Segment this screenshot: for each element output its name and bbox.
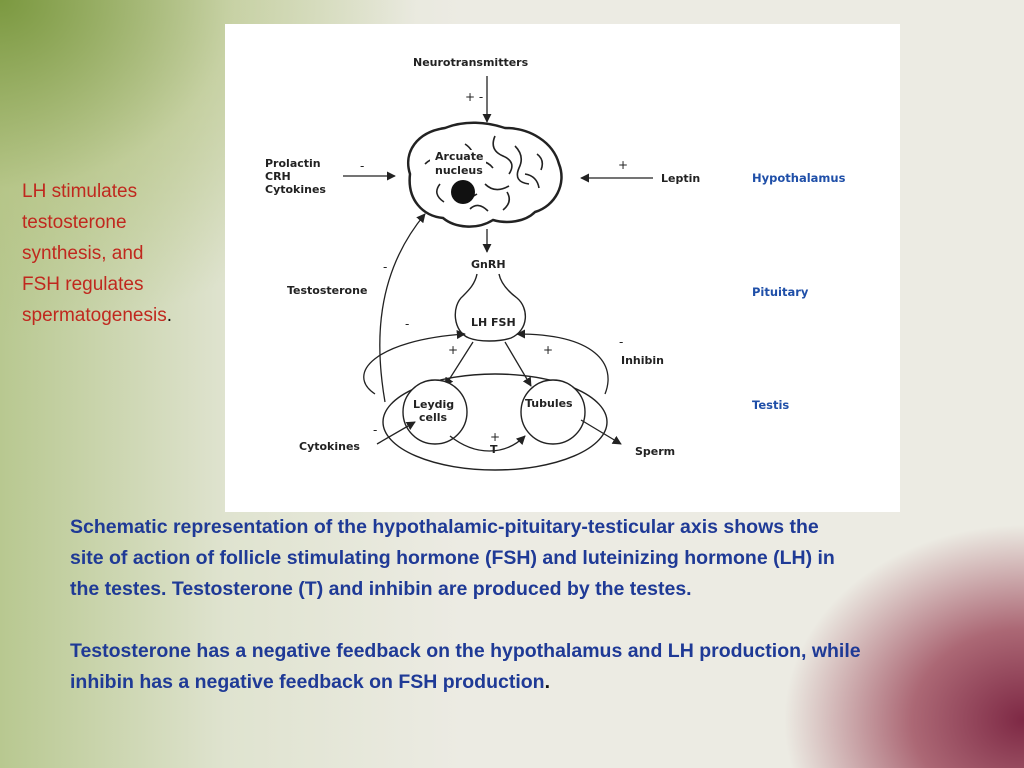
hpt-axis-figure: Neurotransmitters + - Arcuate nucleus Pr… (225, 24, 900, 512)
region-pituitary: Pituitary (752, 285, 809, 299)
tubules-label: Tubules (525, 397, 573, 410)
side-note-period: . (166, 305, 172, 326)
tubules-to-sperm-arrow (580, 419, 622, 445)
gnrh-label: GnRH (471, 258, 506, 271)
left-input-sign: - (360, 159, 364, 173)
region-testis: Testis (752, 398, 789, 412)
caption-line: the testes. Testosterone (T) and inhibin… (70, 578, 692, 600)
side-note: LH stimulates testosterone synthesis, an… (22, 176, 222, 331)
lh-to-leydig-arrow (444, 341, 474, 387)
fsh-to-tubules-arrow (504, 341, 532, 387)
cytokines-bottom-sign: - (373, 423, 377, 437)
side-note-line: synthesis, and (22, 243, 144, 264)
cytokines-bottom-label: Cytokines (299, 440, 360, 453)
caption-line: Testosterone has a negative feedback on … (70, 640, 861, 662)
prolactin-label: Prolactin (265, 157, 321, 170)
neurotransmitters-signs: + - (465, 90, 483, 104)
caption-line: Schematic representation of the hypothal… (70, 516, 819, 538)
side-note-line: testosterone (22, 212, 127, 233)
crh-label: CRH (265, 170, 291, 183)
leydig-cells-circle (402, 379, 468, 445)
cytokines-to-leydig-arrow (376, 421, 416, 445)
caption-paragraph-gap (70, 605, 980, 636)
inhibin-to-pituitary-arrow (516, 329, 609, 395)
t-plus-sign: + (490, 430, 500, 444)
region-hypothalamus: Hypothalamus (752, 171, 846, 185)
caption-text: inhibin has a negative feedback on FSH p… (70, 671, 545, 693)
inhibin-sign: - (619, 335, 623, 349)
lh-plus-sign: + (448, 343, 458, 357)
hpt-axis-diagram: Neurotransmitters + - Arcuate nucleus Pr… (265, 56, 846, 471)
testosterone-to-pituitary-arrow (363, 330, 466, 395)
testosterone-to-brain-arrow (379, 213, 426, 403)
caption: Schematic representation of the hypothal… (70, 512, 980, 698)
arcuate-nucleus-dot (451, 180, 475, 204)
testosterone-sign: - (383, 260, 387, 274)
inhibin-label: Inhibin (621, 354, 664, 367)
side-note-line: LH stimulates (22, 181, 138, 202)
fsh-plus-sign: + (543, 343, 553, 357)
caption-period: . (544, 671, 550, 693)
right-input-sign: + (618, 158, 628, 172)
t-label: T (490, 443, 498, 456)
nucleus-label: nucleus (435, 164, 483, 177)
brain-icon (407, 121, 563, 228)
side-note-text: spermatogenesis (22, 305, 167, 326)
caption-line: site of action of follicle stimulating h… (70, 547, 835, 569)
side-note-line: FSH regulates (22, 274, 144, 295)
loop-sign: - (405, 317, 409, 331)
leydig-label: Leydig (413, 398, 454, 411)
side-note-line-last: spermatogenesis. (22, 300, 222, 331)
cytokines-top-label: Cytokines (265, 183, 326, 196)
cells-label: cells (419, 411, 448, 424)
testis-outline (382, 373, 608, 471)
sperm-label: Sperm (635, 445, 675, 458)
neurotransmitters-label: Neurotransmitters (413, 56, 529, 69)
tubules-circle (520, 379, 586, 445)
leptin-label: Leptin (661, 172, 700, 185)
testosterone-label: Testosterone (287, 284, 367, 297)
arcuate-label: Arcuate (435, 150, 483, 163)
lh-fsh-label: LH FSH (471, 316, 516, 329)
t-arrow (449, 435, 526, 452)
pituitary-shape (454, 273, 526, 342)
caption-line-last: inhibin has a negative feedback on FSH p… (70, 667, 980, 698)
